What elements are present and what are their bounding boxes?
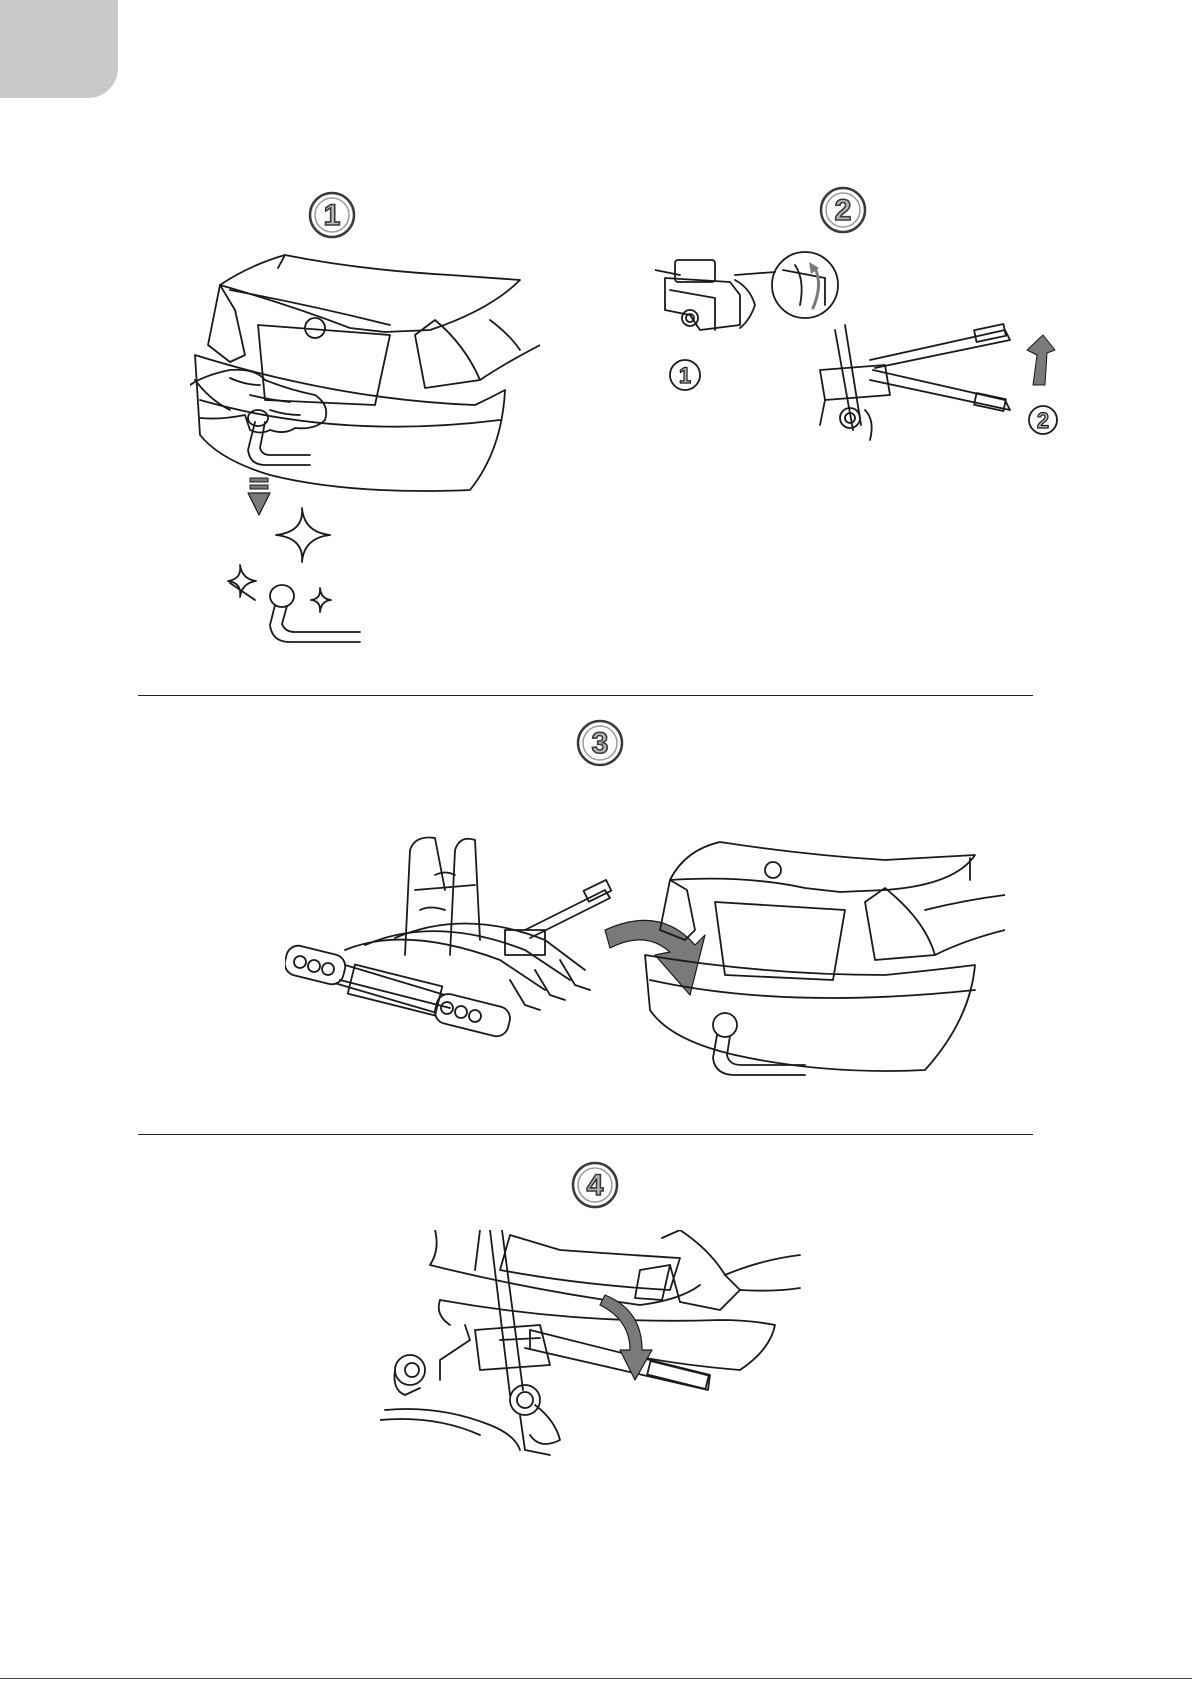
step-4-illustration (380, 1230, 810, 1470)
step-2-badge: 2 (818, 185, 868, 235)
step-3-illustration (285, 830, 1005, 1090)
step-4-badge: 4 (570, 1160, 620, 1210)
step-3-number: 3 (592, 727, 609, 760)
divider-2 (138, 1134, 1033, 1135)
page-bottom-edge (0, 1678, 1192, 1679)
step-1-badge: 1 (307, 190, 357, 240)
step-2-illustration: 1 2 (655, 250, 1065, 450)
step-1-illustration (190, 250, 540, 660)
divider-1 (138, 695, 1033, 696)
step-2-number: 2 (835, 194, 852, 227)
step-4-number: 4 (587, 1169, 604, 1202)
page-tab (0, 0, 118, 98)
step-2-callout-1: 1 (679, 363, 691, 388)
step-2-callout-2: 2 (1037, 408, 1049, 433)
step-3-badge: 3 (575, 718, 625, 768)
step-1-number: 1 (324, 199, 341, 232)
